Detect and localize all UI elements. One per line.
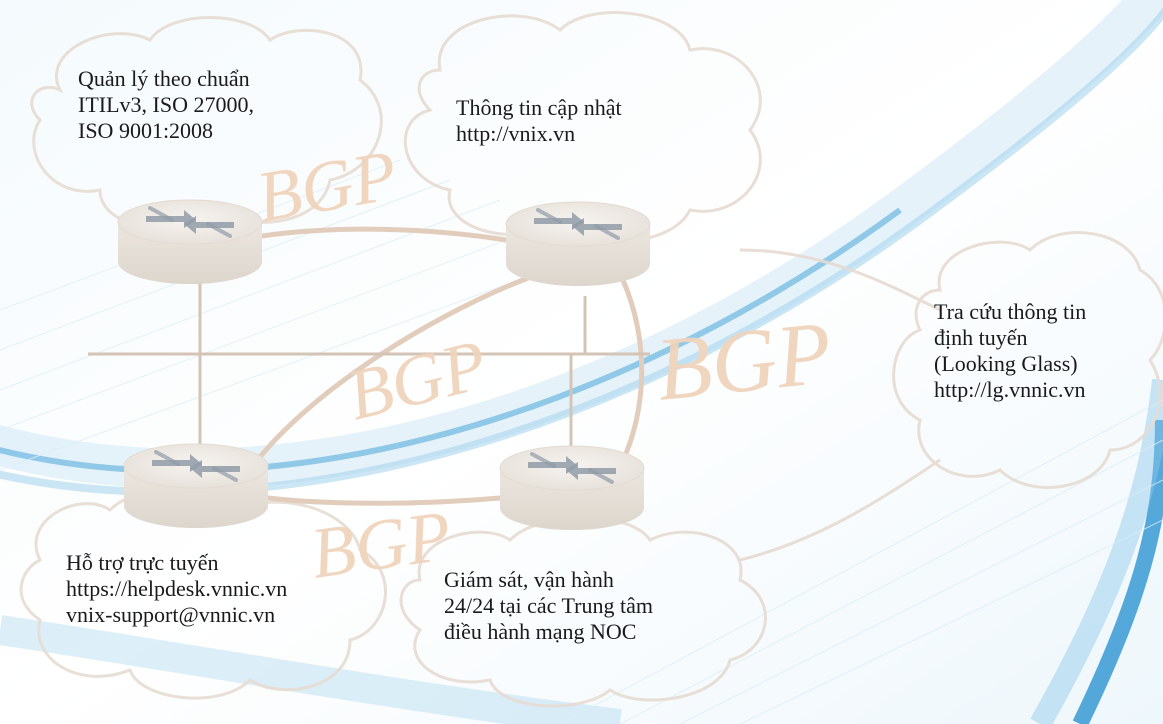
link-bottom-left-to-bottom-right [265,495,503,506]
label-line: ITILv3, ISO 27000, [78,92,254,117]
router-icon [122,442,270,530]
label-email[interactable]: vnix-support@vnnic.vn [66,602,276,627]
bgp-mark: BGP [652,303,836,420]
label-line: Giám sát, vận hành [444,567,614,592]
label-line: Thông tin cập nhật [456,95,622,120]
label-updates: Thông tin cập nhật http://vnix.vn [456,95,622,147]
label-support: Hỗ trợ trực tuyến https://helpdesk.vnnic… [66,550,287,628]
cloud-top-center [403,11,762,243]
label-line: (Looking Glass) [934,351,1078,376]
label-line: ISO 9001:2008 [78,118,214,143]
bus [88,280,650,455]
cloud-top-left [30,16,383,229]
cloud-right [892,231,1163,489]
router-icon [116,198,264,286]
label-line: Quản lý theo chuẩn [78,66,250,91]
label-line: Tra cứu thông tin [934,299,1087,324]
label-link[interactable]: http://lg.vnnic.vn [934,377,1086,402]
label-line: điều hành mạng NOC [444,619,637,644]
bgp-mark: BGP [306,495,456,594]
label-monitoring: Giám sát, vận hành 24/24 tại các Trung t… [444,567,653,645]
clouds [19,11,1163,708]
router-icon [504,200,652,288]
label-looking-glass: Tra cứu thông tin định tuyến (Looking Gl… [934,299,1086,403]
label-link[interactable]: http://vnix.vn [456,121,576,146]
label-line: định tuyến [934,325,1028,350]
label-link[interactable]: https://helpdesk.vnnic.vn [66,576,288,601]
router-icon [498,444,646,532]
label-line: Hỗ trợ trực tuyến [66,550,219,575]
label-line: 24/24 tại các Trung tâm [444,593,653,618]
link-top-left-to-top-center [259,226,509,243]
link-top-center-to-bottom-left [247,275,531,473]
label-management: Quản lý theo chuẩn ITILv3, ISO 27000, IS… [78,66,254,144]
